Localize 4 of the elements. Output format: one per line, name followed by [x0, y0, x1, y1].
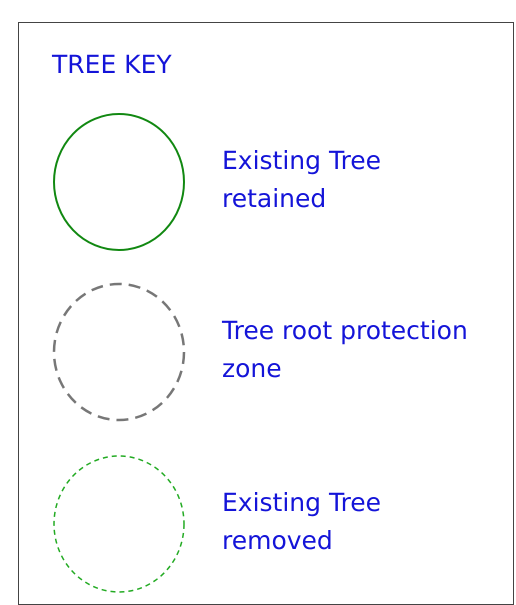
- key-title: TREE KEY: [52, 49, 172, 81]
- legend-label: Tree root protection zone: [222, 315, 469, 385]
- legend-label: Existing Tree retained: [222, 145, 382, 215]
- legend-label: Existing Tree removed: [222, 487, 382, 557]
